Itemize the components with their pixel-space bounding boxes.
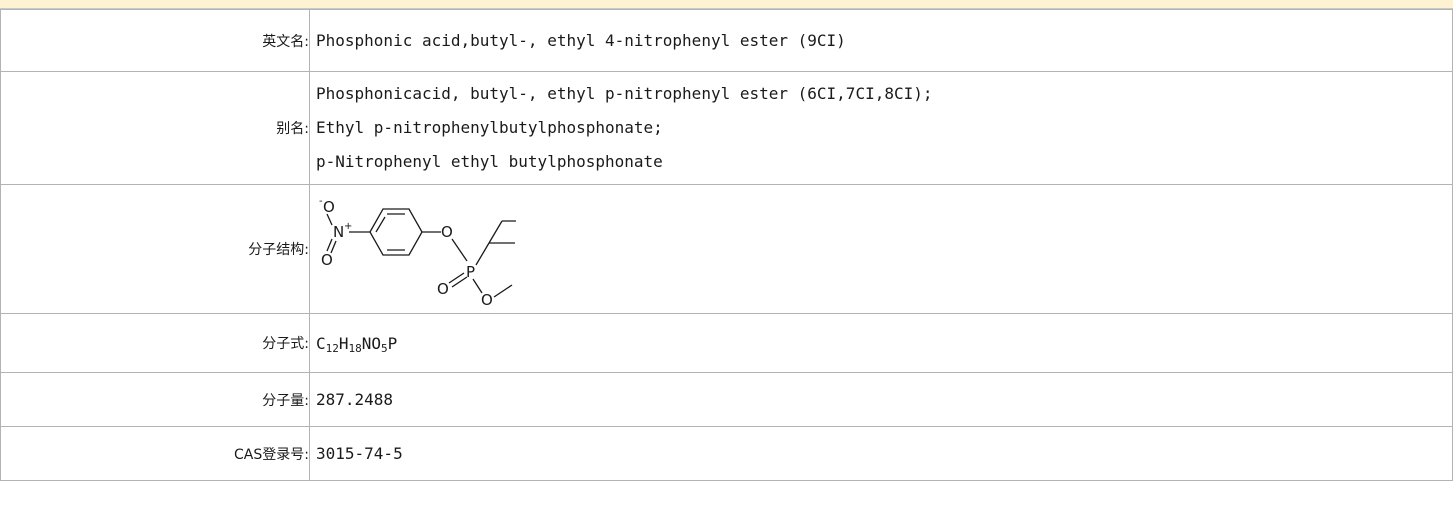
properties-table: 英文名: Phosphonic acid,butyl-, ethyl 4-nit…: [0, 9, 1453, 481]
cas-label: CAS登录号:: [0, 426, 310, 481]
bond-o-p: [451, 238, 468, 262]
atom-o-double: O: [321, 251, 333, 269]
bond-n-o-double-b: [330, 240, 337, 254]
row-structure: 分子结构:: [0, 184, 1453, 314]
molecule-svg: O - N + O O P O O: [319, 196, 528, 309]
row-molecular-weight: 分子量: 287.2488: [0, 372, 1453, 427]
atom-minus-charge: -: [319, 196, 323, 207]
bond-p-o-double-b: [451, 276, 468, 288]
molecular-weight-value: 287.2488: [309, 372, 1453, 427]
bond-p-o-ethoxy: [472, 278, 483, 294]
ring-inner-bond: [375, 216, 386, 233]
bond-p-butyl: [475, 242, 490, 266]
alias-item: Ethyl p-nitrophenylbutylphosphonate;: [316, 118, 663, 137]
alias-item: Phosphonicacid, butyl-, ethyl p-nitrophe…: [316, 84, 933, 103]
atom-plus-charge: +: [344, 221, 352, 232]
row-aliases: 别名: Phosphonicacid, butyl-, ethyl p-nitr…: [0, 71, 1453, 185]
bond-n-o-double-a: [326, 238, 333, 252]
english-name-label: 英文名:: [0, 9, 310, 72]
benzene-ring: [369, 208, 423, 256]
formula-p: P: [387, 333, 398, 353]
bond-n-o-minus: [326, 213, 333, 226]
row-english-name: 英文名: Phosphonic acid,butyl-, ethyl 4-nit…: [0, 9, 1453, 72]
aliases-value: Phosphonicacid, butyl-, ethyl p-nitrophe…: [309, 71, 1453, 185]
bond-p-o-double-a: [448, 272, 465, 284]
formula-o-count: 5: [381, 341, 388, 355]
molecule-structure-image: O - N + O O P O O: [316, 191, 528, 309]
formula-no: NO: [361, 333, 382, 353]
atom-n-plus: N: [333, 223, 344, 241]
formula-c: C: [316, 333, 326, 353]
header-bar: [0, 0, 1453, 9]
structure-value: O - N + O O P O O: [309, 184, 1453, 314]
formula-h-count: 18: [348, 341, 362, 355]
aliases-label: 别名:: [0, 71, 310, 185]
row-cas: CAS登录号: 3015-74-5: [0, 426, 1453, 481]
cas-value: 3015-74-5: [309, 426, 1453, 481]
formula-c-count: 12: [325, 341, 339, 355]
molecular-weight-label: 分子量:: [0, 372, 310, 427]
atom-o-ethoxy: O: [481, 291, 493, 309]
bond-ethyl: [493, 284, 513, 298]
atom-o-minus: O: [323, 198, 335, 216]
row-formula: 分子式: C12H18NO5P: [0, 313, 1453, 373]
atom-o-phosphoryl: O: [437, 280, 449, 298]
alias-item: p-Nitrophenyl ethyl butylphosphonate: [316, 152, 663, 171]
atom-o-ester: O: [441, 223, 453, 241]
formula-label: 分子式:: [0, 313, 310, 373]
structure-label: 分子结构:: [0, 184, 310, 314]
formula-h: H: [338, 333, 349, 353]
bond-butyl-up-1: [488, 220, 503, 244]
atom-p: P: [466, 263, 475, 281]
english-name-value: Phosphonic acid,butyl-, ethyl 4-nitrophe…: [309, 9, 1453, 72]
formula-value: C12H18NO5P: [309, 313, 1453, 373]
